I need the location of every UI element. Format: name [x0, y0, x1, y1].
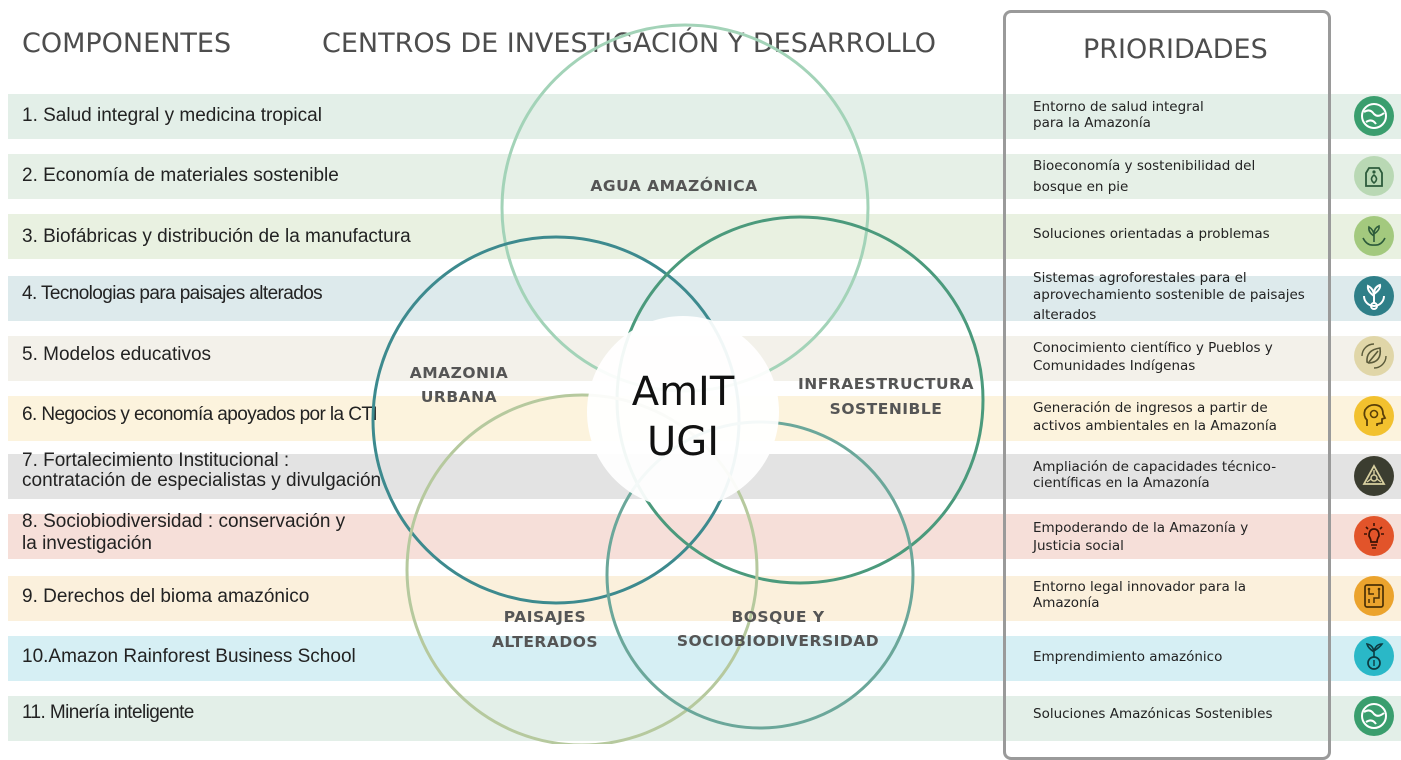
component-label: 9. Derechos del bioma amazónico	[22, 586, 310, 607]
component-label: 5. Modelos educativos	[22, 344, 212, 365]
component-row-band	[8, 94, 1401, 139]
componentes-header: COMPONENTES	[22, 28, 232, 59]
priority-label: Justicia social	[1033, 538, 1124, 554]
priority-label: Amazonía	[1033, 595, 1100, 611]
priority-label: Ampliación de capacidades técnico-	[1033, 459, 1277, 475]
globe-icon	[1354, 96, 1394, 136]
component-row-band	[8, 154, 1401, 199]
component-label: la investigación	[22, 533, 152, 554]
globe-icon	[1354, 696, 1394, 736]
component-label: 6. Negocios y economía apoyados por la C…	[22, 404, 378, 425]
head-gear-icon	[1354, 396, 1394, 436]
component-label: 10.Amazon Rainforest Business School	[22, 646, 356, 667]
venn-diagram: AGUA AMAZÓNICA AMAZONIA URBANA INFRAESTRUCT…	[371, 23, 985, 744]
hands-plant-icon	[1354, 216, 1394, 256]
priority-label: Comunidades Indígenas	[1033, 358, 1196, 374]
component-row-band	[8, 636, 1401, 681]
priority-label: Soluciones orientadas a problemas	[1033, 226, 1270, 242]
center-title-line2: UGI	[647, 419, 719, 465]
component-label: 1. Salud integral y medicina tropical	[22, 105, 322, 126]
venn-label-infraestructura: SOSTENIBLE	[830, 400, 943, 418]
center-title-line1: AmIT	[632, 369, 735, 415]
priority-label: Empoderando de la Amazonía y	[1033, 520, 1249, 536]
component-label: 3. Biofábricas y distribución de la manu…	[22, 226, 411, 247]
venn-label-infraestructura: INFRAESTRUCTURA	[798, 375, 974, 393]
priority-label: Generación de ingresos a partir de	[1033, 400, 1268, 416]
venn-label-urbana: URBANA	[421, 388, 497, 406]
component-label: 2. Economía de materiales sostenible	[22, 165, 339, 186]
component-label: contratación de especialistas y divulgac…	[22, 470, 382, 491]
prioridades-header: PRIORIDADES	[1083, 34, 1268, 65]
priority-label: Conocimiento científico y Pueblos y	[1033, 340, 1273, 356]
circuit-board-icon	[1354, 576, 1394, 616]
priority-label: aprovechamiento sostenible de paisajes	[1033, 287, 1305, 303]
priority-label: alterados	[1033, 307, 1097, 323]
leaf-cycle-icon	[1354, 336, 1394, 376]
venn-label-bosque: BOSQUE Y	[731, 608, 824, 626]
component-label: 8. Sociobiodiversidad : conservación y	[22, 511, 346, 532]
venn-label-urbana: AMAZONIA	[410, 364, 509, 382]
venn-circle-paisajes	[405, 393, 759, 744]
venn-label-agua: AGUA AMAZÓNICA	[590, 176, 757, 195]
priority-label: bosque en pie	[1033, 179, 1129, 195]
priority-label: Sistemas agroforestales para el	[1033, 270, 1247, 286]
venn-label-paisajes: PAISAJES	[504, 608, 586, 626]
tag-leaf-icon	[1354, 156, 1394, 196]
priority-label: Soluciones Amazónicas Sostenibles	[1033, 706, 1273, 722]
priority-label: Entorno de salud integral	[1033, 99, 1204, 115]
component-label: 4. Tecnologias para paisajes alterados	[22, 283, 323, 304]
priority-label: activos ambientales en la Amazonía	[1033, 418, 1277, 434]
venn-label-bosque: SOCIOBIODIVERSIDAD	[677, 632, 879, 650]
priority-label: científicas en la Amazonía	[1033, 475, 1210, 491]
priority-label: Emprendimiento amazónico	[1033, 649, 1223, 665]
venn-label-paisajes: ALTERADOS	[492, 633, 598, 651]
triangle-network-icon	[1354, 456, 1394, 496]
component-row-band	[8, 576, 1401, 621]
component-label: 7. Fortalecimiento Institucional :	[22, 450, 290, 471]
lightbulb-icon	[1354, 516, 1394, 556]
component-row-band	[8, 214, 1401, 259]
plant-gear-icon	[1354, 276, 1394, 316]
component-label: 11. Minería inteligente	[22, 702, 194, 723]
component-row-band	[8, 514, 1401, 559]
sprout-coin-icon	[1354, 636, 1394, 676]
priority-label: para la Amazonía	[1033, 115, 1151, 131]
priority-label: Entorno legal innovador para la	[1033, 579, 1247, 595]
center-circle	[587, 316, 779, 508]
priority-label: Bioeconomía y sostenibilidad del	[1033, 158, 1256, 174]
